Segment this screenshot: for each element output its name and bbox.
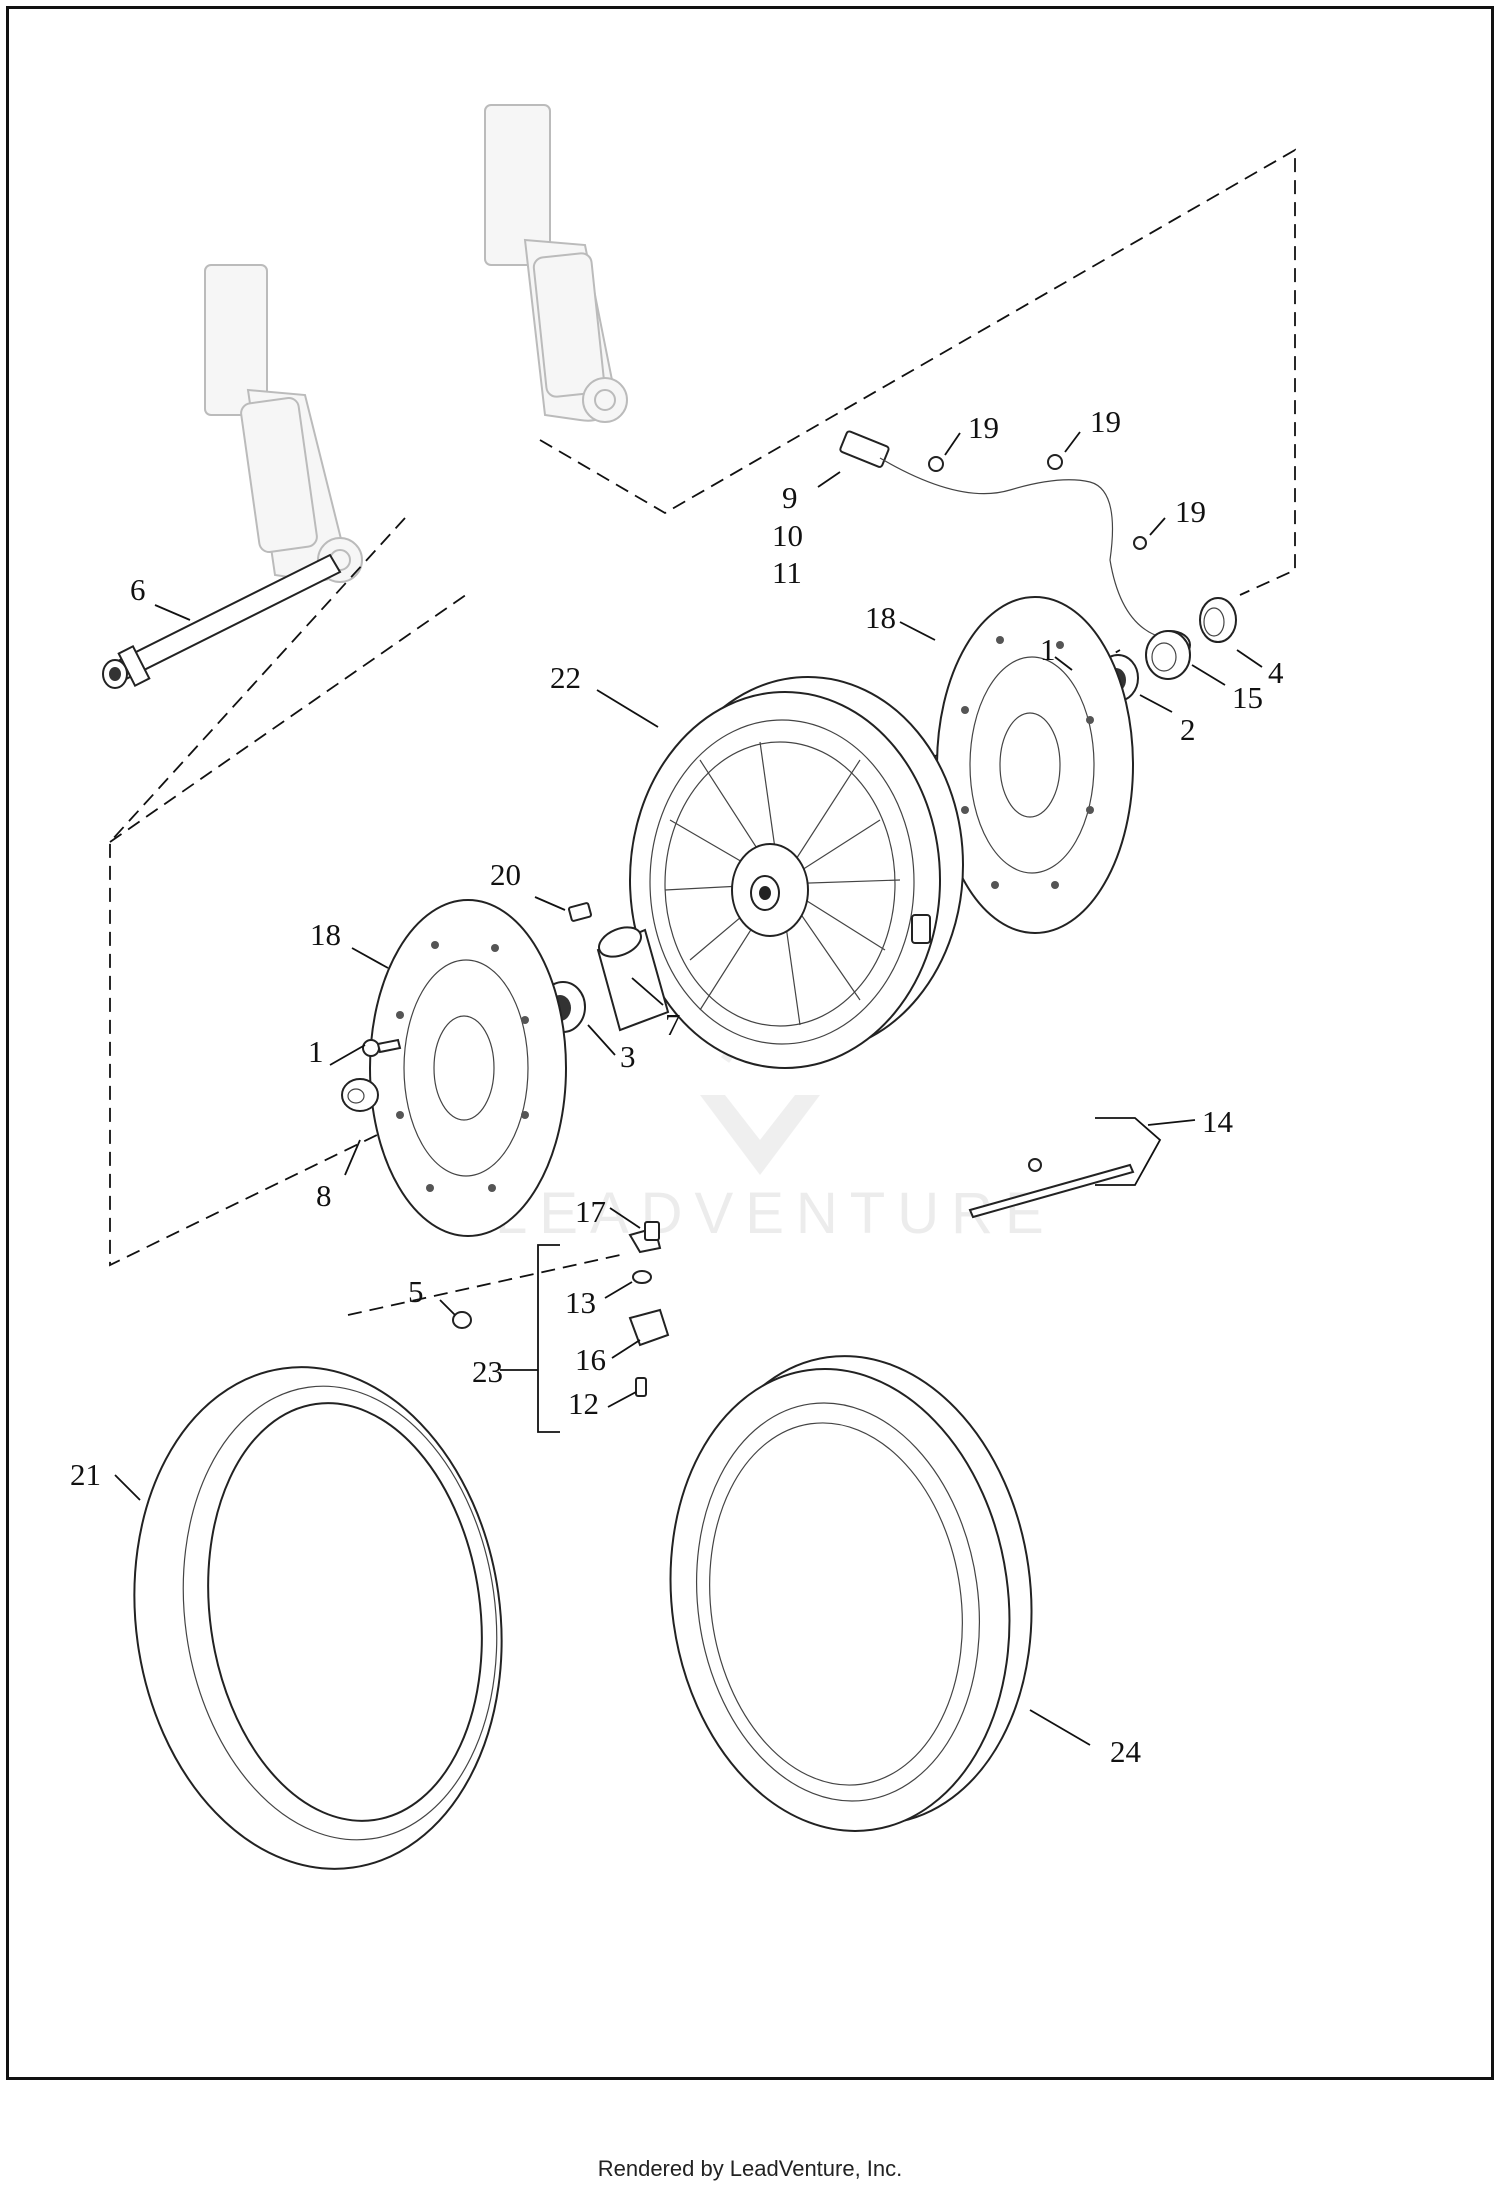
front-axle	[102, 553, 342, 689]
callout-14: 14	[1202, 1104, 1234, 1139]
tpms-valve-stem	[628, 1221, 662, 1254]
callout-19-c: 19	[1175, 494, 1206, 529]
callout-17: 17	[575, 1194, 606, 1229]
callout-18-left: 18	[310, 917, 341, 952]
left-fork-leg-ghost	[204, 264, 363, 583]
front-spoke-wheel	[629, 676, 964, 1069]
small-spacer-key	[567, 902, 593, 922]
callout-12: 12	[568, 1386, 599, 1421]
brake-rotor-left	[369, 899, 567, 1237]
kit-bracket	[537, 1244, 560, 1433]
spoke-assembly	[968, 1158, 1135, 1219]
callout-4: 4	[1268, 655, 1284, 690]
watermark-text: LEADVENTURE	[495, 1181, 1056, 1246]
leadventure-watermark-logo: LEADVENTURE	[495, 1030, 1056, 1246]
callout-19-a: 19	[968, 410, 999, 445]
valve-o-ring	[632, 1270, 652, 1284]
render-credit-footer: Rendered by LeadVenture, Inc.	[597, 2156, 903, 2181]
front-tire	[133, 1366, 503, 1870]
callout-9: 9	[782, 480, 798, 515]
callout-19-b: 19	[1090, 404, 1121, 439]
callout-18-right: 18	[865, 600, 896, 635]
brake-rotor-right	[936, 596, 1134, 934]
diagram-frame	[6, 6, 1494, 2080]
exploded-parts-diagram: LEADVENTURE	[70, 104, 1296, 1870]
left-axle-spacer	[341, 1078, 379, 1112]
hub-seal	[1145, 630, 1191, 680]
callout-16: 16	[575, 1342, 606, 1377]
callout-5: 5	[408, 1274, 424, 1309]
valve-cap	[452, 1311, 472, 1329]
callout-1-right: 1	[1040, 632, 1056, 667]
callout-3: 3	[620, 1039, 636, 1074]
callout-15: 15	[1232, 680, 1263, 715]
callout-24: 24	[1110, 1734, 1142, 1769]
callout-labels: 6 9 10 11 19 19 19 18 1 4 15 2 22 20 18 …	[70, 404, 1284, 1769]
tpms-screw	[635, 1377, 647, 1397]
cable-clip-nuts	[928, 454, 1147, 550]
callout-13: 13	[565, 1285, 596, 1320]
callout-2: 2	[1180, 712, 1196, 747]
callout-7: 7	[665, 1007, 681, 1042]
callout-22: 22	[550, 660, 581, 695]
callout-10: 10	[772, 518, 803, 553]
callout-21: 21	[70, 1457, 101, 1492]
right-fork-leg-ghost	[484, 104, 628, 423]
callout-20: 20	[490, 857, 521, 892]
callout-8: 8	[316, 1178, 332, 1213]
abs-tone-ring	[1199, 597, 1237, 643]
callout-23: 23	[472, 1354, 503, 1389]
rotor-bolt-left	[362, 1038, 402, 1057]
callout-11: 11	[772, 555, 802, 590]
spoke-bracket	[1095, 1117, 1162, 1186]
front-rim	[669, 1355, 1033, 1832]
tpms-sensor	[628, 1308, 670, 1347]
leader-lines	[114, 431, 1263, 1746]
callout-1-left: 1	[308, 1034, 324, 1069]
callout-6: 6	[130, 572, 146, 607]
